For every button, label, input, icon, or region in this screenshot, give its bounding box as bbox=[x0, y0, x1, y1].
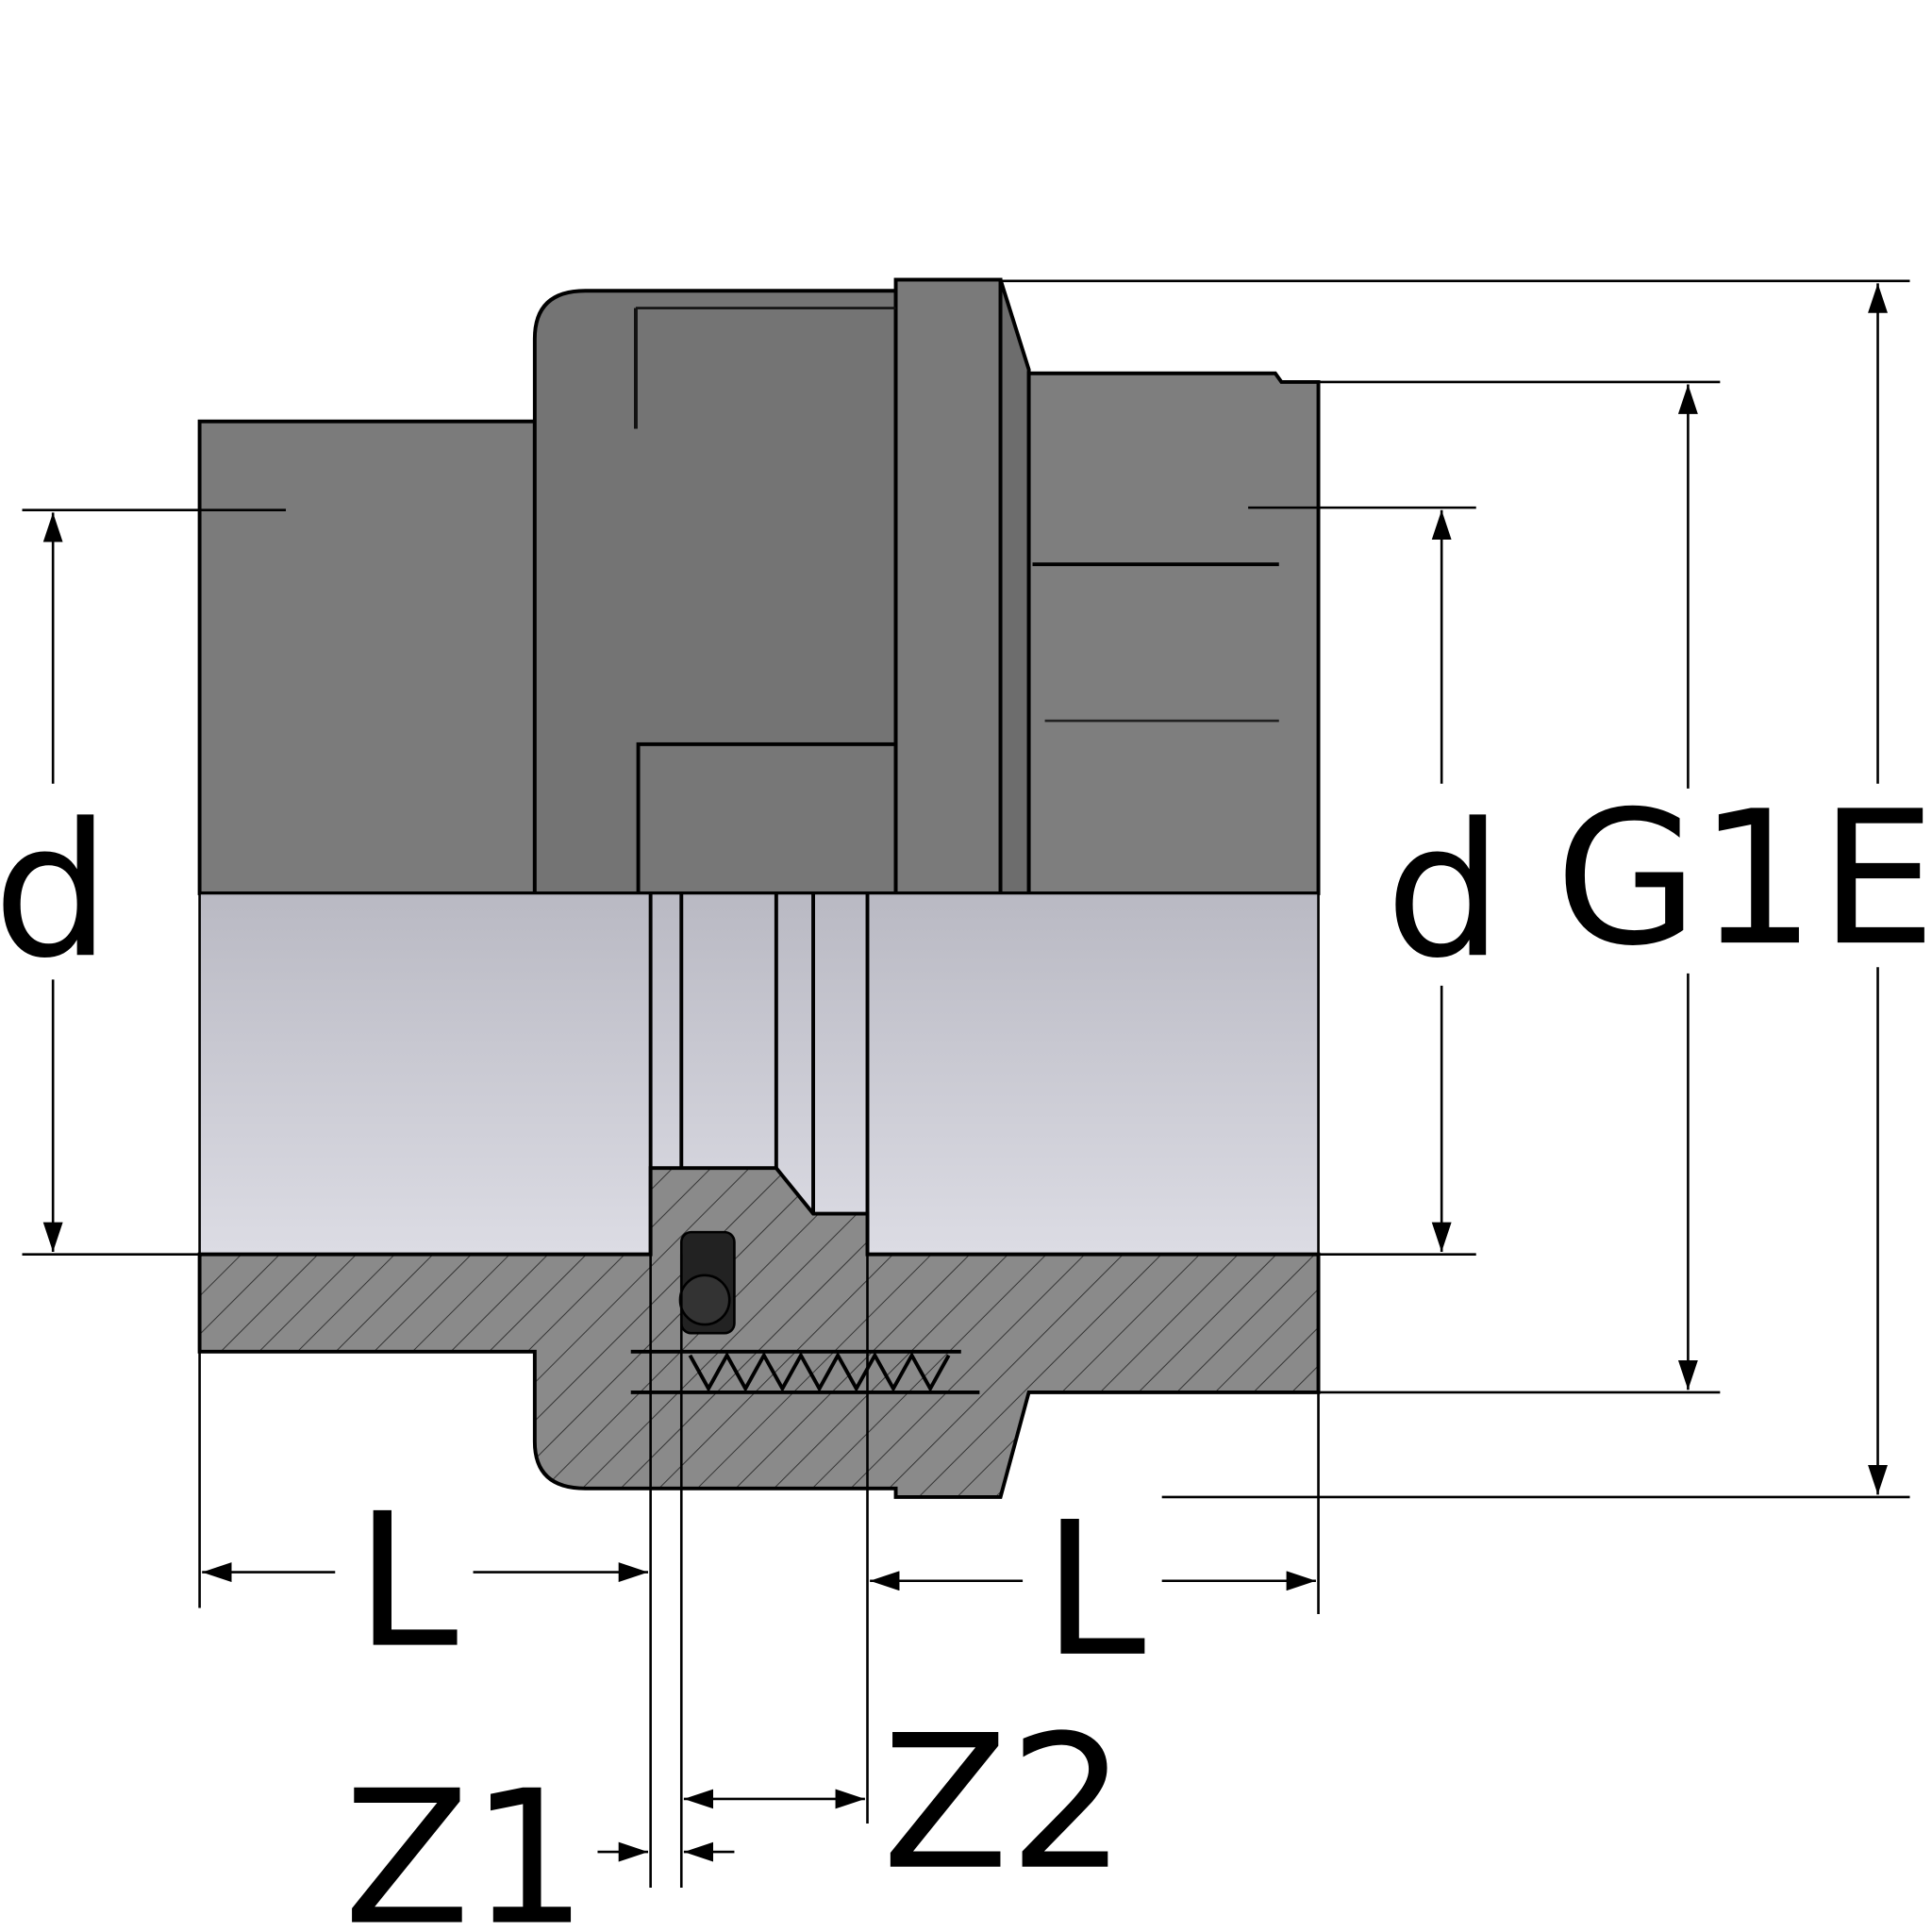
left-socket bbox=[197, 419, 537, 895]
label-l-left: L bbox=[355, 1474, 458, 1690]
label-z1: Z1 bbox=[343, 1752, 588, 1932]
o-ring bbox=[678, 1274, 731, 1326]
collar-teeth bbox=[998, 278, 1031, 895]
nut-inner-step bbox=[636, 741, 898, 895]
right-socket bbox=[1026, 371, 1321, 895]
dimension-lines bbox=[22, 279, 1910, 1888]
label-l-right: L bbox=[1042, 1483, 1145, 1698]
thread bbox=[688, 1351, 951, 1393]
label-e: E bbox=[1820, 772, 1932, 987]
section-lower bbox=[197, 1166, 1321, 1499]
label-z2: Z2 bbox=[882, 1696, 1126, 1911]
label-d-right: d bbox=[1386, 784, 1503, 999]
collar bbox=[893, 277, 1003, 895]
label-g1: G1 bbox=[1556, 772, 1816, 987]
label-d-left: d bbox=[0, 784, 110, 999]
fitting-body bbox=[197, 277, 1321, 1499]
